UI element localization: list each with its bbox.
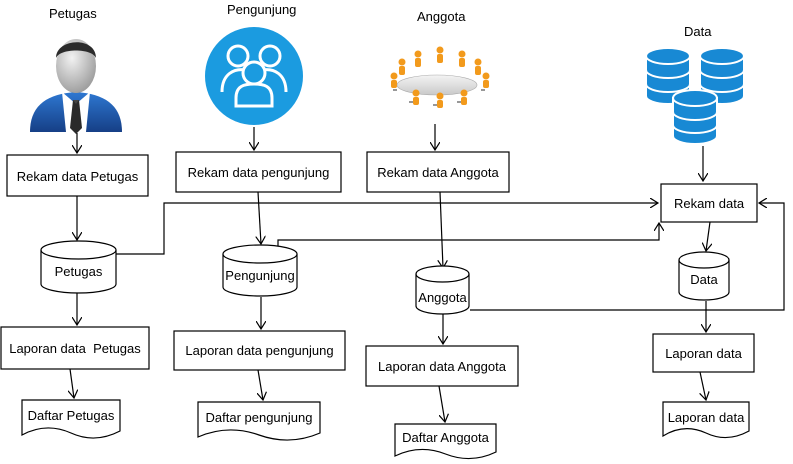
process-rekam-pengunjung-label: Rekam data pengunjung (188, 165, 330, 180)
process-rekam-anggota: Rekam data Anggota (366, 151, 510, 193)
document-daftar-anggota: Daftar Anggota (394, 423, 497, 460)
document-daftar-pengunjung-label: Daftar pengunjung (206, 410, 313, 425)
store-anggota-label: Anggota (418, 290, 467, 305)
process-laporan-petugas-label: Laporan data Petugas (9, 341, 141, 356)
process-rekam-data: Rekam data (660, 183, 758, 223)
store-pengunjung: Pengunjung (222, 244, 298, 297)
process-rekam-petugas: Rekam data Petugas (6, 154, 149, 197)
user-group-icon (205, 27, 303, 125)
store-pengunjung-label: Pengunjung (225, 268, 294, 283)
meeting-table-icon (390, 46, 490, 108)
process-laporan-pengunjung: Laporan data pengunjung (173, 330, 346, 371)
store-petugas-label: Petugas (55, 264, 103, 279)
document-laporan-data-label: Laporan data (668, 410, 745, 425)
store-petugas: Petugas (40, 240, 117, 294)
process-laporan-data: Laporan data (652, 333, 755, 373)
document-daftar-petugas-label: Daftar Petugas (28, 408, 115, 423)
connectors (70, 124, 785, 422)
actor-label-data: Data (684, 24, 712, 39)
process-laporan-anggota: Laporan data Anggota (365, 345, 519, 387)
document-daftar-petugas: Daftar Petugas (21, 399, 121, 439)
database-icon (645, 47, 745, 145)
process-rekam-data-label: Rekam data (674, 196, 745, 211)
document-daftar-anggota-label: Daftar Anggota (402, 430, 489, 445)
process-rekam-anggota-label: Rekam data Anggota (377, 165, 499, 180)
document-daftar-pengunjung: Daftar pengunjung (197, 401, 321, 441)
person-in-suit-icon (30, 39, 122, 134)
process-rekam-petugas-label: Rekam data Petugas (17, 169, 139, 184)
actor-label-anggota: Anggota (417, 9, 466, 24)
process-laporan-pengunjung-label: Laporan data pengunjung (185, 343, 333, 358)
store-data: Data (678, 251, 730, 301)
process-laporan-data-label: Laporan data (665, 346, 742, 361)
store-anggota: Anggota (415, 265, 470, 315)
process-laporan-anggota-label: Laporan data Anggota (378, 359, 507, 374)
actor-label-pengunjung: Pengunjung (227, 2, 296, 17)
process-rekam-pengunjung: Rekam data pengunjung (175, 151, 342, 193)
document-laporan-data: Laporan data (662, 401, 750, 439)
store-data-label: Data (690, 272, 718, 287)
actor-label-petugas: Petugas (49, 6, 97, 21)
process-laporan-petugas: Laporan data Petugas (0, 326, 150, 370)
